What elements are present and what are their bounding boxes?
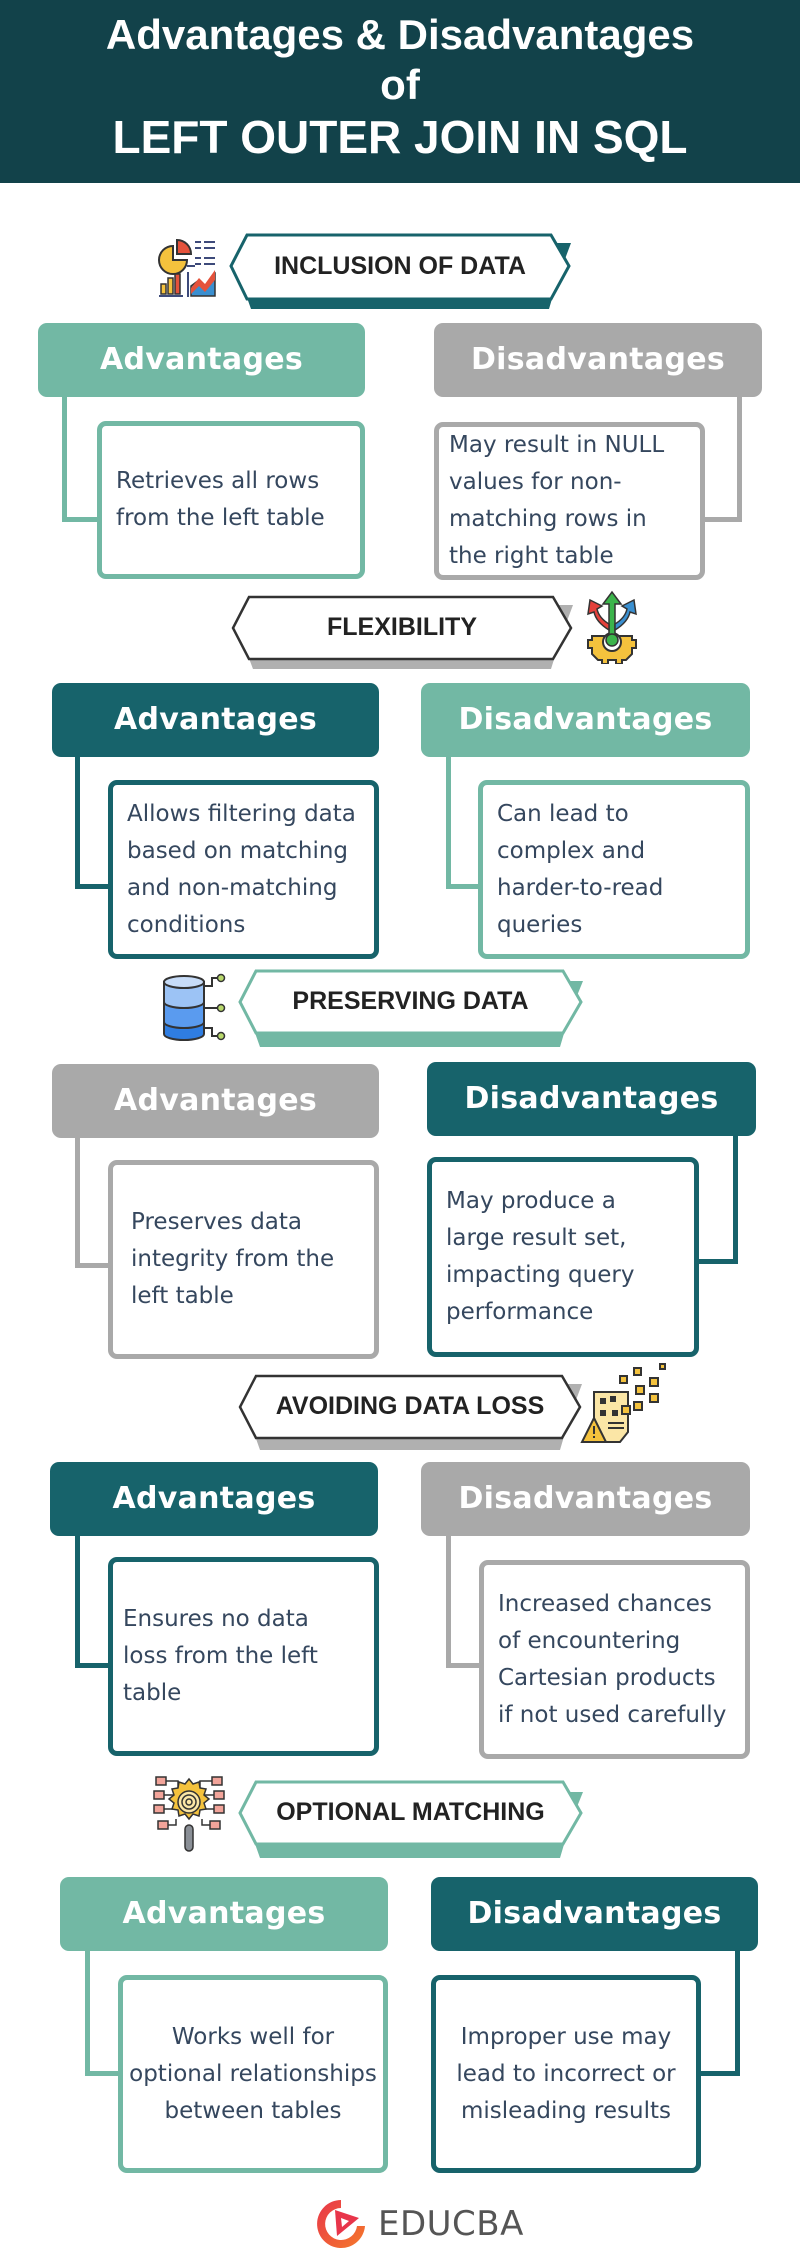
connector: [446, 1663, 486, 1668]
advantages-header: Advantages: [52, 1064, 379, 1138]
connector: [62, 395, 67, 522]
connector: [75, 1534, 80, 1668]
connector: [75, 1138, 80, 1268]
disadvantages-header: Disadvantages: [431, 1877, 758, 1951]
advantage-card: Ensures no data loss from the left table: [108, 1557, 379, 1756]
connector: [62, 517, 102, 522]
disadvantage-card: Can lead to complex and harder-to-read q…: [478, 780, 750, 959]
disadvantages-header: Disadvantages: [434, 323, 762, 397]
disadvantages-header: Disadvantages: [421, 683, 750, 757]
disadvantage-text: Increased chances of encountering Cartes…: [498, 1590, 727, 1728]
section-title: OPTIONAL MATCHING: [276, 1798, 545, 1826]
advantage-text: Ensures no data loss from the left table: [123, 1606, 318, 1706]
disadvantage-text: May produce a large result set, impactin…: [446, 1188, 635, 1325]
advantage-card: Allows filtering data based on matching …: [108, 780, 379, 959]
section-banner-optional-matching: OPTIONAL MATCHING: [238, 1780, 583, 1858]
section-banner-avoiding-data-loss: AVOIDING DATA LOSS: [238, 1374, 582, 1450]
connector: [700, 517, 742, 522]
connector: [75, 1263, 115, 1268]
connector: [85, 2071, 121, 2076]
connector: [446, 884, 486, 889]
connector: [75, 1663, 115, 1668]
educba-logo-icon: [313, 2196, 369, 2252]
title-line-2: of: [380, 61, 420, 108]
advantage-card: Retrieves all rows from the left table: [97, 421, 365, 579]
page-header: Advantages & Disadvantages of LEFT OUTER…: [0, 0, 800, 183]
advantage-card: Preserves data integrity from the left t…: [108, 1160, 379, 1359]
title-line-1: Advantages & Disadvantages: [105, 11, 695, 58]
advantages-header: Advantages: [38, 323, 365, 397]
section-title: INCLUSION OF DATA: [274, 252, 526, 280]
flexibility-arrows-gear-icon: [582, 590, 642, 665]
section-title: PRESERVING DATA: [292, 987, 529, 1015]
section-title: AVOIDING DATA LOSS: [275, 1392, 545, 1420]
advantages-header: Advantages: [50, 1462, 378, 1536]
data-analytics-icon: [157, 236, 219, 298]
gear-search-network-icon: [150, 1775, 228, 1855]
connector: [695, 1259, 738, 1264]
section-banner-flexibility: FLEXIBILITY: [231, 595, 573, 671]
educba-brand-text: EDUCBA: [378, 2204, 524, 2244]
disadvantage-card: May produce a large result set, impactin…: [427, 1157, 699, 1357]
connector: [75, 755, 80, 889]
disadvantage-text: May result in NULL values for non-matchi…: [449, 432, 665, 569]
connector: [737, 395, 742, 522]
disadvantages-header: Disadvantages: [427, 1062, 756, 1136]
connector: [85, 1950, 90, 2076]
advantages-header: Advantages: [60, 1877, 388, 1951]
disadvantages-header: Disadvantages: [421, 1462, 750, 1536]
advantage-text: Allows filtering data based on matching …: [127, 800, 356, 938]
title-line-3: LEFT OUTER JOIN IN SQL: [112, 111, 688, 163]
disadvantage-text: Improper use may lead to incorrect or mi…: [456, 2023, 676, 2124]
disadvantage-card: Improper use may lead to incorrect or mi…: [431, 1975, 701, 2173]
data-loss-warning-icon: [580, 1362, 666, 1448]
disadvantage-card: May result in NULL values for non-matchi…: [434, 422, 705, 580]
section-banner-preserving-data: PRESERVING DATA: [238, 969, 583, 1047]
connector: [733, 1134, 738, 1264]
disadvantage-card: Increased chances of encountering Cartes…: [479, 1560, 750, 1759]
section-title: FLEXIBILITY: [327, 613, 477, 641]
connector: [735, 1950, 740, 2076]
section-banner-inclusion-of-data: INCLUSION OF DATA: [229, 233, 571, 309]
advantages-header: Advantages: [52, 683, 379, 757]
connector: [75, 884, 115, 889]
database-icon: [158, 972, 230, 1044]
disadvantage-text: Can lead to complex and harder-to-read q…: [497, 800, 664, 938]
connector: [698, 2071, 740, 2076]
advantage-text: Preserves data integrity from the left t…: [131, 1209, 335, 1309]
advantage-text: Retrieves all rows from the left table: [116, 468, 325, 531]
connector: [446, 755, 451, 889]
advantage-card: Works well for optional relationships be…: [118, 1975, 388, 2173]
advantage-text: Works well for optional relationships be…: [129, 2023, 377, 2124]
connector: [446, 1534, 451, 1668]
